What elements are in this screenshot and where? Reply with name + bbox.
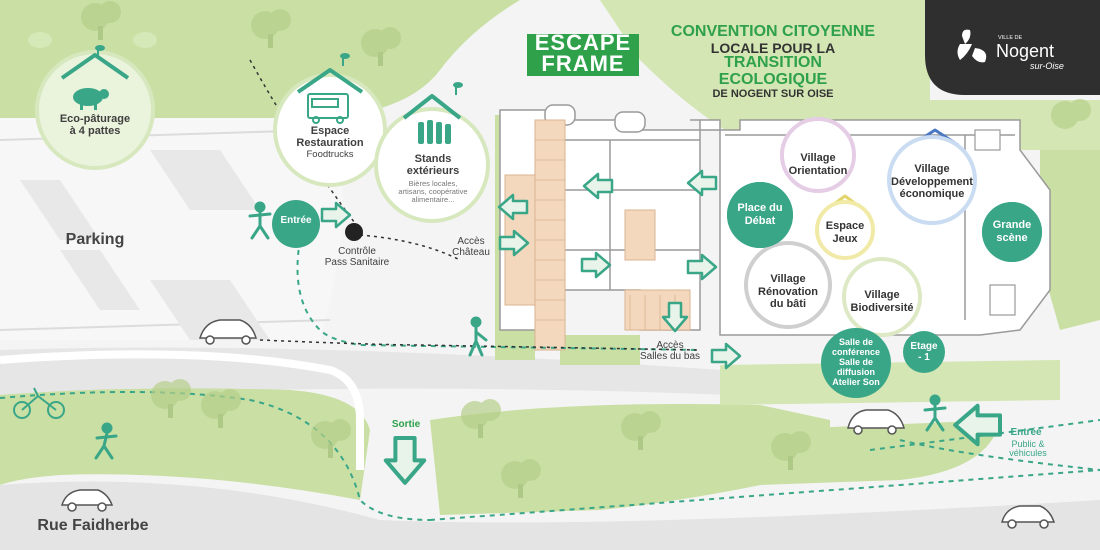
street-rue-faidherbe	[0, 481, 1100, 550]
eco-paturage-label: Eco-pâturage à 4 pattes	[59, 113, 131, 137]
entree-public-label: Entrée	[1010, 427, 1042, 438]
sortie-label: Sortie	[391, 419, 421, 430]
sheep-icon	[28, 32, 157, 48]
restauration-label: Espace Restauration	[296, 125, 364, 149]
lawn-right	[1040, 150, 1100, 330]
entree-public-sub: Public & véhicules	[1009, 439, 1047, 459]
lawn-bottom-middle	[430, 404, 830, 515]
car-icon	[60, 319, 1056, 529]
city-logo-suffix: sur-Oise	[1030, 61, 1064, 71]
route-path	[296, 239, 701, 351]
zone-village-biodiversite: Village Biodiversité	[850, 289, 914, 314]
stands-label: Stands extérieurs	[406, 153, 460, 177]
restauration-sub: Foodtrucks	[306, 149, 354, 160]
zone-place-debat: Place du Débat	[727, 182, 793, 248]
title-line3: TRANSITION ECOLOGIQUE	[718, 54, 828, 89]
sheep-icon	[73, 88, 109, 110]
lawn-bottom-left	[0, 388, 370, 500]
zone-grande-scene: Grande scène	[982, 202, 1042, 262]
entree-label: Entrée	[280, 215, 312, 226]
bike-icon	[13, 387, 65, 419]
escape-frame-text: ESCAPE FRAME	[527, 30, 639, 76]
zone-etage: Etage - 1	[910, 340, 938, 364]
walker-icon	[94, 201, 947, 460]
title-line1: CONVENTION CITOYENNE	[670, 23, 876, 40]
zone-espace-jeux: Espace Jeux	[825, 220, 865, 245]
title-line4: DE NOGENT SUR OISE	[712, 88, 834, 101]
city-logo-prefix: VILLE DE	[998, 35, 1023, 41]
tree-icon	[81, 1, 1091, 498]
lawn-top-right	[600, 0, 1100, 150]
leaf-icon	[95, 45, 463, 95]
parking-label: Parking	[65, 231, 125, 248]
city-logo-icon	[957, 29, 987, 63]
title-line2: LOCALE POUR LA	[710, 39, 836, 56]
acces-salles-label: Accès Salles du bas	[639, 340, 701, 362]
street-label: Rue Faidherbe	[37, 517, 149, 534]
page-title: CONVENTION CITOYENNE LOCALE POUR LA TRAN…	[668, 23, 878, 101]
foodtruck-icon	[307, 93, 349, 124]
zone-village-developpement: Village Développement économique	[891, 163, 973, 201]
controle-label: Contrôle Pass Sanitaire	[324, 246, 390, 268]
zone-village-orientation: Village Orientation	[788, 152, 848, 177]
event-logo-line2: FRAME	[541, 51, 625, 76]
arrow-icon	[320, 169, 1000, 483]
escape-frame-logo	[527, 34, 639, 76]
zone-salles: Salle de conférence Salle de diffusion A…	[831, 337, 881, 387]
event-logo-line1: ESCAPE	[534, 30, 632, 55]
bottles-icon	[418, 120, 451, 144]
corner-banner	[925, 0, 1100, 95]
zone-village-renovation: Village Rénovation du bâti	[758, 273, 818, 311]
stands-sub: Bières locales, artisans, coopérative al…	[398, 179, 468, 204]
acces-chateau-label: Accès Château	[452, 236, 490, 258]
city-logo-name: Nogent	[996, 41, 1055, 61]
